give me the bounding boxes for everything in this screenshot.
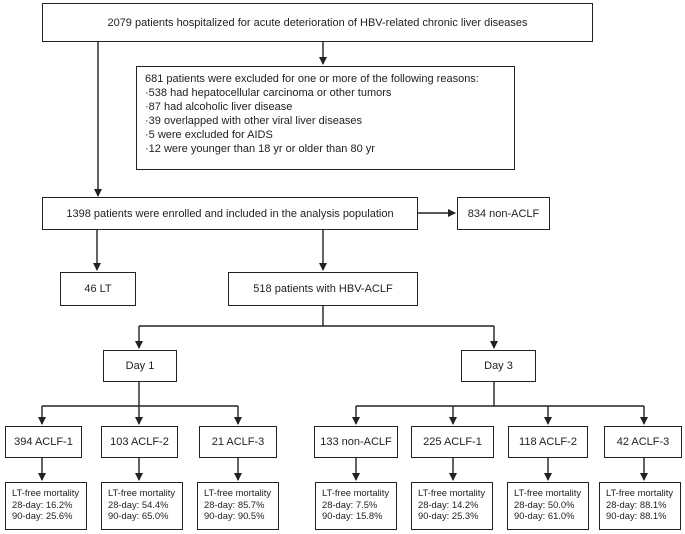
exclusion-box: 681 patients were excluded for one or mo… [136, 66, 515, 170]
day1-group-box: 394 ACLF-1 [5, 426, 82, 458]
cohort-total-box: 2079 patients hospitalized for acute det… [42, 3, 593, 42]
mortality-90day: 90-day: 15.8% [322, 510, 383, 521]
day1-group-box: 103 ACLF-2 [101, 426, 178, 458]
mortality-90day: 90-day: 90.5% [204, 510, 265, 521]
day3-group-box: 42 ACLF-3 [604, 426, 682, 458]
group-label: 118 ACLF-2 [519, 436, 577, 448]
enrolled-text: 1398 patients were enrolled and included… [66, 207, 394, 220]
mortality-28day: 28-day: 88.1% [606, 498, 667, 510]
group-label: 42 ACLF-3 [616, 436, 670, 448]
mortality-title: LT-free mortality [322, 487, 390, 498]
day3-group-box: 225 ACLF-1 [411, 426, 494, 458]
day3-group-box: 133 non-ACLF [314, 426, 398, 458]
mortality-box: LT-free mortality 28-day: 14.2% 90-day: … [411, 482, 493, 530]
non-aclf-text: 834 non-ACLF [467, 207, 540, 220]
mortality-box: LT-free mortality 28-day: 88.1% 90-day: … [599, 482, 681, 530]
day3-group-box: 118 ACLF-2 [508, 426, 588, 458]
group-label: 133 non-ACLF [320, 436, 392, 448]
group-label: 103 ACLF-2 [110, 436, 169, 448]
mortality-title: LT-free mortality [514, 487, 582, 498]
mortality-28day: 28-day: 14.2% [418, 498, 479, 510]
exclusion-reason: ·5 were excluded for AIDS [145, 129, 273, 141]
exclusion-reason: ·12 were younger than 18 yr or older tha… [145, 143, 375, 155]
day3-label: Day 3 [484, 360, 513, 372]
mortality-90day: 90-day: 25.6% [12, 510, 73, 521]
hbv-aclf-box: 518 patients with HBV-ACLF [228, 272, 418, 306]
lt-text: 46 LT [84, 283, 112, 295]
exclusion-reason: ·538 had hepatocellular carcinoma or oth… [145, 87, 392, 99]
mortality-box: LT-free mortality 28-day: 7.5% 90-day: 1… [315, 482, 397, 530]
exclusion-title: 681 patients were excluded for one or mo… [145, 73, 479, 85]
mortality-90day: 90-day: 88.1% [606, 510, 667, 521]
mortality-box: LT-free mortality 28-day: 50.0% 90-day: … [507, 482, 589, 530]
group-label: 21 ACLF-3 [211, 436, 265, 448]
mortality-box: LT-free mortality 28-day: 85.7% 90-day: … [197, 482, 279, 530]
day1-group-box: 21 ACLF-3 [199, 426, 277, 458]
non-aclf-box: 834 non-ACLF [457, 197, 550, 230]
hbv-aclf-text: 518 patients with HBV-ACLF [253, 283, 393, 295]
mortality-title: LT-free mortality [606, 487, 674, 498]
mortality-title: LT-free mortality [12, 487, 80, 498]
mortality-28day: 28-day: 85.7% [204, 498, 265, 510]
enrolled-box: 1398 patients were enrolled and included… [42, 197, 418, 230]
group-label: 394 ACLF-1 [14, 436, 73, 448]
group-label: 225 ACLF-1 [423, 436, 482, 448]
day3-box: Day 3 [461, 350, 536, 382]
mortality-box: LT-free mortality 28-day: 16.2% 90-day: … [5, 482, 87, 530]
exclusion-reason: ·39 overlapped with other viral liver di… [145, 115, 363, 127]
mortality-28day: 28-day: 16.2% [12, 498, 73, 510]
mortality-title: LT-free mortality [418, 487, 486, 498]
mortality-title: LT-free mortality [204, 487, 272, 498]
mortality-90day: 90-day: 25.3% [418, 510, 479, 521]
cohort-total-text: 2079 patients hospitalized for acute det… [107, 16, 528, 29]
mortality-90day: 90-day: 61.0% [514, 510, 575, 521]
day1-box: Day 1 [103, 350, 177, 382]
lt-box: 46 LT [60, 272, 136, 306]
mortality-28day: 28-day: 7.5% [322, 498, 378, 510]
mortality-90day: 90-day: 65.0% [108, 510, 169, 521]
mortality-box: LT-free mortality 28-day: 54.4% 90-day: … [101, 482, 183, 530]
mortality-title: LT-free mortality [108, 487, 176, 498]
mortality-28day: 28-day: 54.4% [108, 498, 169, 510]
day1-label: Day 1 [125, 360, 155, 372]
mortality-28day: 28-day: 50.0% [514, 498, 575, 510]
exclusion-reason: ·87 had alcoholic liver disease [145, 101, 293, 113]
